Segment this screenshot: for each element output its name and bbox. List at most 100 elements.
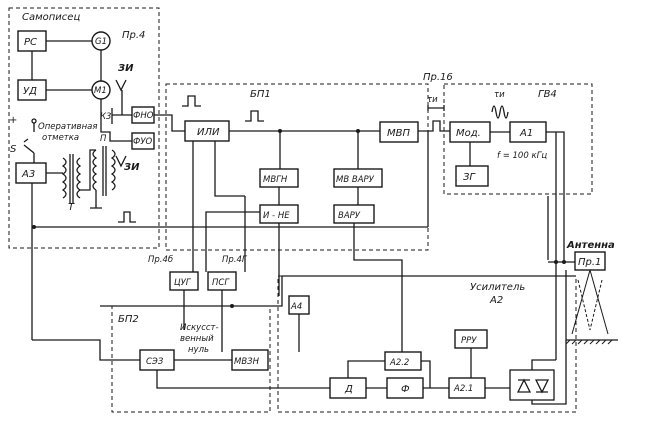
label-pr1: Пр.1 — [578, 257, 601, 268]
pulse-rect-bottom — [118, 211, 136, 223]
title-usilitel-a2: А2 — [489, 295, 503, 306]
coil-primary — [61, 157, 67, 199]
junction-antenna-2 — [562, 260, 566, 264]
sine-burst — [491, 105, 509, 119]
label-k3: К3 — [100, 112, 111, 122]
wire-bp2-up — [100, 276, 283, 307]
wire-ine-left — [205, 211, 260, 272]
wire-fno-ili — [154, 114, 185, 132]
label-varu: ВАРУ — [338, 211, 361, 221]
title-antenna: Антенна — [566, 240, 615, 251]
label-d: Д — [344, 384, 353, 395]
wire-diodes-top — [531, 359, 556, 370]
label-otmetka: отметка — [42, 133, 79, 143]
diode-2 — [534, 379, 550, 394]
label-mvgn: МВГН — [263, 175, 288, 185]
title-usilitel: Усилитель — [470, 282, 525, 293]
wire-sez-down — [156, 370, 330, 389]
coil-2a — [92, 149, 98, 191]
antenna-ground-hatch — [565, 339, 613, 345]
label-rru: РРУ — [461, 336, 477, 346]
junction-recorder-bus — [32, 225, 36, 229]
coil-secondary — [76, 157, 82, 199]
region-gv4 — [443, 83, 593, 195]
block-zg — [455, 165, 489, 187]
junction-antenna-1 — [554, 260, 558, 264]
label-zi-top: ЗИ — [118, 63, 134, 74]
label-f: Ф — [401, 384, 410, 395]
wire-coil2-ground — [90, 190, 102, 209]
wire-a21-a22 — [421, 360, 431, 388]
label-a3: А3 — [21, 169, 35, 180]
label-t: Т — [68, 202, 75, 213]
pulse-zi-bottom — [115, 155, 127, 168]
terminal-plus — [31, 118, 37, 124]
pulse-rect-ili-out — [245, 110, 264, 122]
title-gv4: ГВ4 — [538, 89, 557, 100]
label-pr4b: Пр.4б — [148, 255, 173, 265]
pulse-zi-top — [115, 79, 127, 92]
label-a22: А2.2 — [389, 358, 409, 368]
wire-diodes-bottom — [531, 270, 567, 405]
label-zi-bottom: ЗИ — [124, 162, 140, 173]
label-rs: РС — [24, 37, 37, 48]
block-mvp — [379, 121, 419, 143]
label-pr4g: Пр.4Г — [222, 255, 248, 265]
label-tau-i: τи — [427, 95, 438, 105]
wire-p — [100, 110, 132, 142]
title-bp2: БП2 — [118, 314, 139, 325]
label-a1: А1 — [519, 128, 533, 139]
label-m1: М1 — [94, 86, 107, 96]
antenna-dash — [577, 279, 603, 331]
label-plus: + — [9, 115, 17, 126]
tau-bracket — [427, 105, 445, 111]
antenna-v — [571, 269, 609, 335]
pulse-rect-ili-in — [182, 95, 201, 107]
label-p: П — [100, 134, 107, 144]
label-mvvaru: МВ ВАРУ — [336, 175, 375, 185]
switch-s-lever — [23, 138, 29, 143]
label-psg: ПСГ — [212, 278, 230, 288]
label-tsug: ЦУГ — [174, 278, 192, 288]
core-t1 — [69, 154, 74, 204]
label-vennyi: венный — [180, 334, 214, 344]
label-freq: f = 100 кГц — [497, 151, 547, 161]
label-fno: ФНО — [133, 111, 154, 121]
label-operativnaya: Оперативная — [38, 122, 97, 132]
wire-varu-a22 — [353, 223, 403, 352]
region-bp1 — [165, 83, 429, 251]
wire-t-t2 — [80, 149, 96, 191]
title-bp1: БП1 — [250, 89, 271, 100]
label-mod: Мод. — [456, 128, 481, 139]
region-samopisets — [8, 7, 160, 249]
label-nul: нуль — [188, 345, 209, 355]
coil-2b — [110, 149, 116, 191]
label-sez: СЭЗ — [146, 357, 164, 367]
wire-a22-d — [347, 360, 385, 378]
label-g1: G1 — [95, 37, 107, 47]
wire-a1-out — [546, 131, 565, 262]
switch-s — [23, 144, 35, 163]
label-a4: А4 — [290, 302, 302, 312]
label-mvzn: МВЗН — [234, 357, 260, 367]
junction-bp2 — [230, 304, 234, 308]
title-samopisets: Самописец — [22, 12, 80, 23]
label-s: S — [10, 144, 17, 155]
title-pr4: Пр.4 — [122, 30, 145, 41]
title-pr16: Пр.16 — [423, 72, 453, 83]
label-zg: ЗГ — [463, 172, 476, 183]
diode-1 — [516, 378, 532, 393]
region-usilitel — [277, 275, 577, 413]
label-iskusst: Искусст- — [180, 323, 219, 333]
diode-box — [509, 369, 555, 401]
label-tau-i2: τи — [494, 90, 505, 100]
label-fuo: ФУО — [133, 137, 152, 147]
label-ine: И - НЕ — [263, 211, 290, 221]
wire-ili-fb2 — [214, 141, 245, 197]
label-ili: ИЛИ — [197, 127, 220, 138]
label-ud: УД — [23, 86, 37, 97]
wire-mvp-out — [418, 120, 450, 132]
label-mvp: МВП — [387, 128, 410, 139]
core-t2 — [102, 146, 107, 196]
